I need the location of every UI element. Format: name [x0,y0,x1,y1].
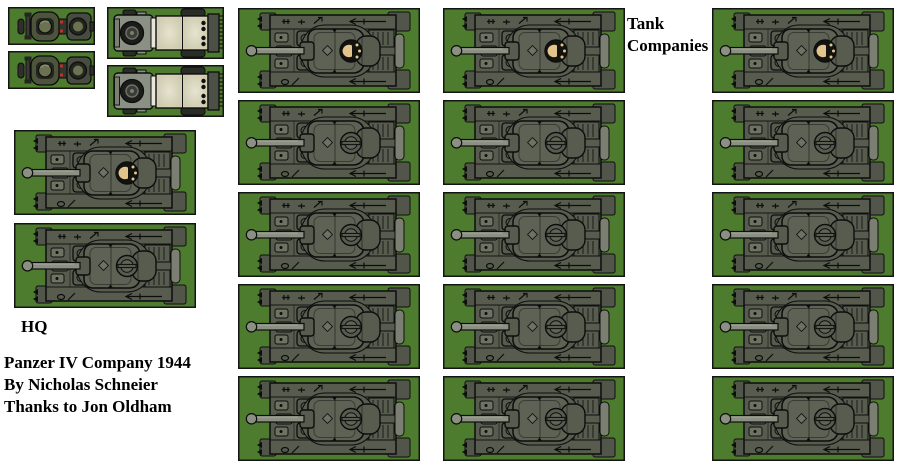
tank-sprite-buttoned [238,192,420,277]
tank-sprite-buttoned [712,284,894,369]
tank-sprite-buttoned [238,284,420,369]
tank-company-1-group [238,8,420,461]
tank-sprite-buttoned [443,284,625,369]
tank-sprite-buttoned [712,192,894,277]
credits: Panzer IV Company 1944 By Nicholas Schne… [4,352,191,418]
motorcycle-sprite-standard [8,51,95,89]
tank-sprite-commander [14,130,196,215]
tank-sprite-buttoned [443,100,625,185]
tank-companies-label: Tank Companies [627,14,709,55]
tank-sprite-buttoned [238,100,420,185]
tank-company-2-group [443,8,625,461]
supply-trucks-group [107,7,224,117]
credit-line-title: Panzer IV Company 1944 [4,353,191,372]
truck-sprite-standard [107,7,224,59]
tank-sprite-commander [443,8,625,93]
tank-sprite-buttoned [14,223,196,308]
tank-sprite-buttoned [712,100,894,185]
tank-sprite-buttoned [443,376,625,461]
credit-line-author: By Nicholas Schneier [4,375,158,394]
hq-platoon-group [14,130,196,308]
tank-sprite-commander [238,8,420,93]
tank-sprite-buttoned [443,192,625,277]
truck-sprite-standard [107,65,224,117]
credit-line-thanks: Thanks to Jon Oldham [4,397,172,416]
motorcycle-sprite-standard [8,7,95,45]
tank-company-3-group [712,8,894,461]
tank-sprite-commander [712,8,894,93]
tank-sprite-buttoned [238,376,420,461]
hq-label: HQ [21,317,48,336]
recon-motorcycles-group [8,7,95,89]
tank-sprite-buttoned [712,376,894,461]
